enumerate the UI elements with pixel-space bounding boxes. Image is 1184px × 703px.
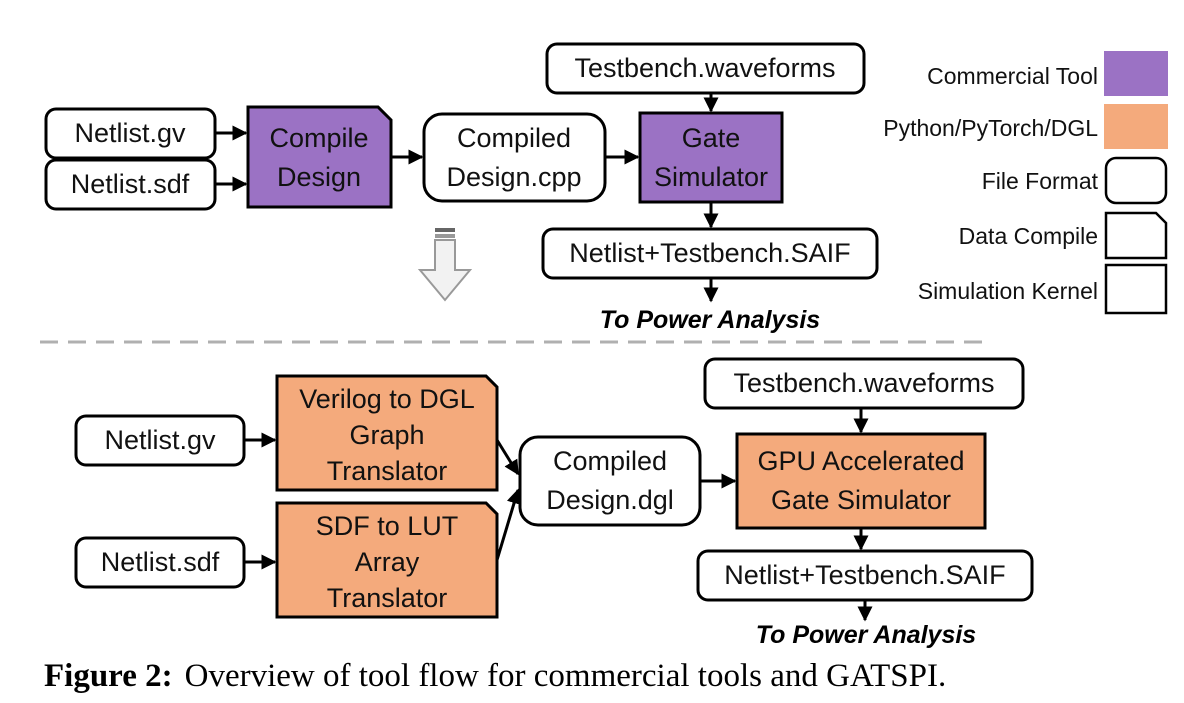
bottom-saif-node: Netlist+Testbench.SAIF xyxy=(696,549,1034,602)
top-testbench-label: Testbench.waveforms xyxy=(574,53,835,83)
top-compiled-design-node: Compiled Design.cpp xyxy=(422,112,607,203)
legend-sim-kernel-swatch xyxy=(1104,263,1168,315)
verilog-translator-line1: Verilog to DGL xyxy=(299,384,475,414)
bottom-testbench-label: Testbench.waveforms xyxy=(733,368,994,398)
top-compile-line2: Design xyxy=(277,162,361,192)
legend-sim-kernel-label: Simulation Kernel xyxy=(918,278,1098,304)
bottom-netlist-sdf-label: Netlist.sdf xyxy=(101,547,220,577)
sdf-translator-line1: SDF to LUT xyxy=(316,511,459,541)
bottom-arrow-sdf-translator xyxy=(495,488,522,561)
legend-python-swatch xyxy=(1104,104,1168,149)
gpu-simulator-node: GPU Accelerated Gate Simulator xyxy=(735,432,987,530)
legend-file-format-label: File Format xyxy=(982,168,1099,194)
legend-commercial-swatch xyxy=(1104,51,1168,96)
top-netlist-sdf-node: Netlist.sdf xyxy=(44,158,217,211)
sdf-translator-line3: Translator xyxy=(327,583,448,613)
sdf-translator-node: SDF to LUT Array Translator xyxy=(275,501,499,619)
legend-commercial-label: Commercial Tool xyxy=(927,63,1098,89)
gpu-sim-line2: Gate Simulator xyxy=(771,485,951,515)
verilog-translator-line2: Graph xyxy=(349,420,424,450)
top-testbench-node: Testbench.waveforms xyxy=(545,42,866,95)
bottom-testbench-node: Testbench.waveforms xyxy=(703,357,1025,410)
figure-caption: Figure 2: Overview of tool flow for comm… xyxy=(44,658,946,694)
sdf-translator-line2: Array xyxy=(355,547,420,577)
legend-data-compile-label: Data Compile xyxy=(959,223,1098,249)
top-gate-sim-line2: Simulator xyxy=(654,162,768,192)
top-netlist-gv-node: Netlist.gv xyxy=(44,107,217,160)
bottom-compiled-line2: Design.dgl xyxy=(546,485,674,515)
legend: Commercial Tool Python/PyTorch/DGL File … xyxy=(883,51,1168,315)
bottom-compiled-design-node: Compiled Design.dgl xyxy=(518,435,702,527)
bottom-power-analysis-text: To Power Analysis xyxy=(756,621,977,649)
transition-down-arrow xyxy=(417,228,473,302)
bottom-arrow-verilog xyxy=(495,439,520,476)
caption-text: Overview of tool flow for commercial too… xyxy=(185,658,947,694)
top-netlist-gv-label: Netlist.gv xyxy=(74,118,186,148)
legend-data-compile-swatch xyxy=(1104,211,1168,260)
top-compile-line1: Compile xyxy=(269,123,368,153)
bottom-flow: Netlist.gv Netlist.sdf Verilog to DGL Gr… xyxy=(74,357,1034,649)
verilog-translator-node: Verilog to DGL Graph Translator xyxy=(275,374,499,492)
top-saif-label: Netlist+Testbench.SAIF xyxy=(569,238,850,268)
top-gate-sim-line1: Gate xyxy=(682,123,741,153)
caption-label: Figure 2: xyxy=(44,658,173,694)
top-gate-simulator-node: Gate Simulator xyxy=(638,111,784,204)
bottom-netlist-sdf-node: Netlist.sdf xyxy=(74,536,246,589)
top-power-analysis-text: To Power Analysis xyxy=(600,306,821,334)
verilog-translator-line3: Translator xyxy=(327,456,448,486)
legend-file-format-swatch xyxy=(1104,156,1168,205)
top-compiled-line1: Compiled xyxy=(457,123,571,153)
top-compile-design-node: Compile Design xyxy=(246,105,393,209)
top-saif-node: Netlist+Testbench.SAIF xyxy=(541,227,879,280)
legend-python-label: Python/PyTorch/DGL xyxy=(883,115,1098,141)
top-netlist-sdf-label: Netlist.sdf xyxy=(71,169,190,199)
bottom-saif-label: Netlist+Testbench.SAIF xyxy=(724,560,1005,590)
bottom-netlist-gv-node: Netlist.gv xyxy=(74,414,246,467)
top-flow: Netlist.gv Netlist.sdf Compile Design Co… xyxy=(44,42,879,334)
top-compiled-line2: Design.cpp xyxy=(446,162,581,192)
bottom-netlist-gv-label: Netlist.gv xyxy=(104,425,216,455)
bottom-compiled-line1: Compiled xyxy=(553,446,667,476)
gpu-sim-line1: GPU Accelerated xyxy=(757,446,964,476)
